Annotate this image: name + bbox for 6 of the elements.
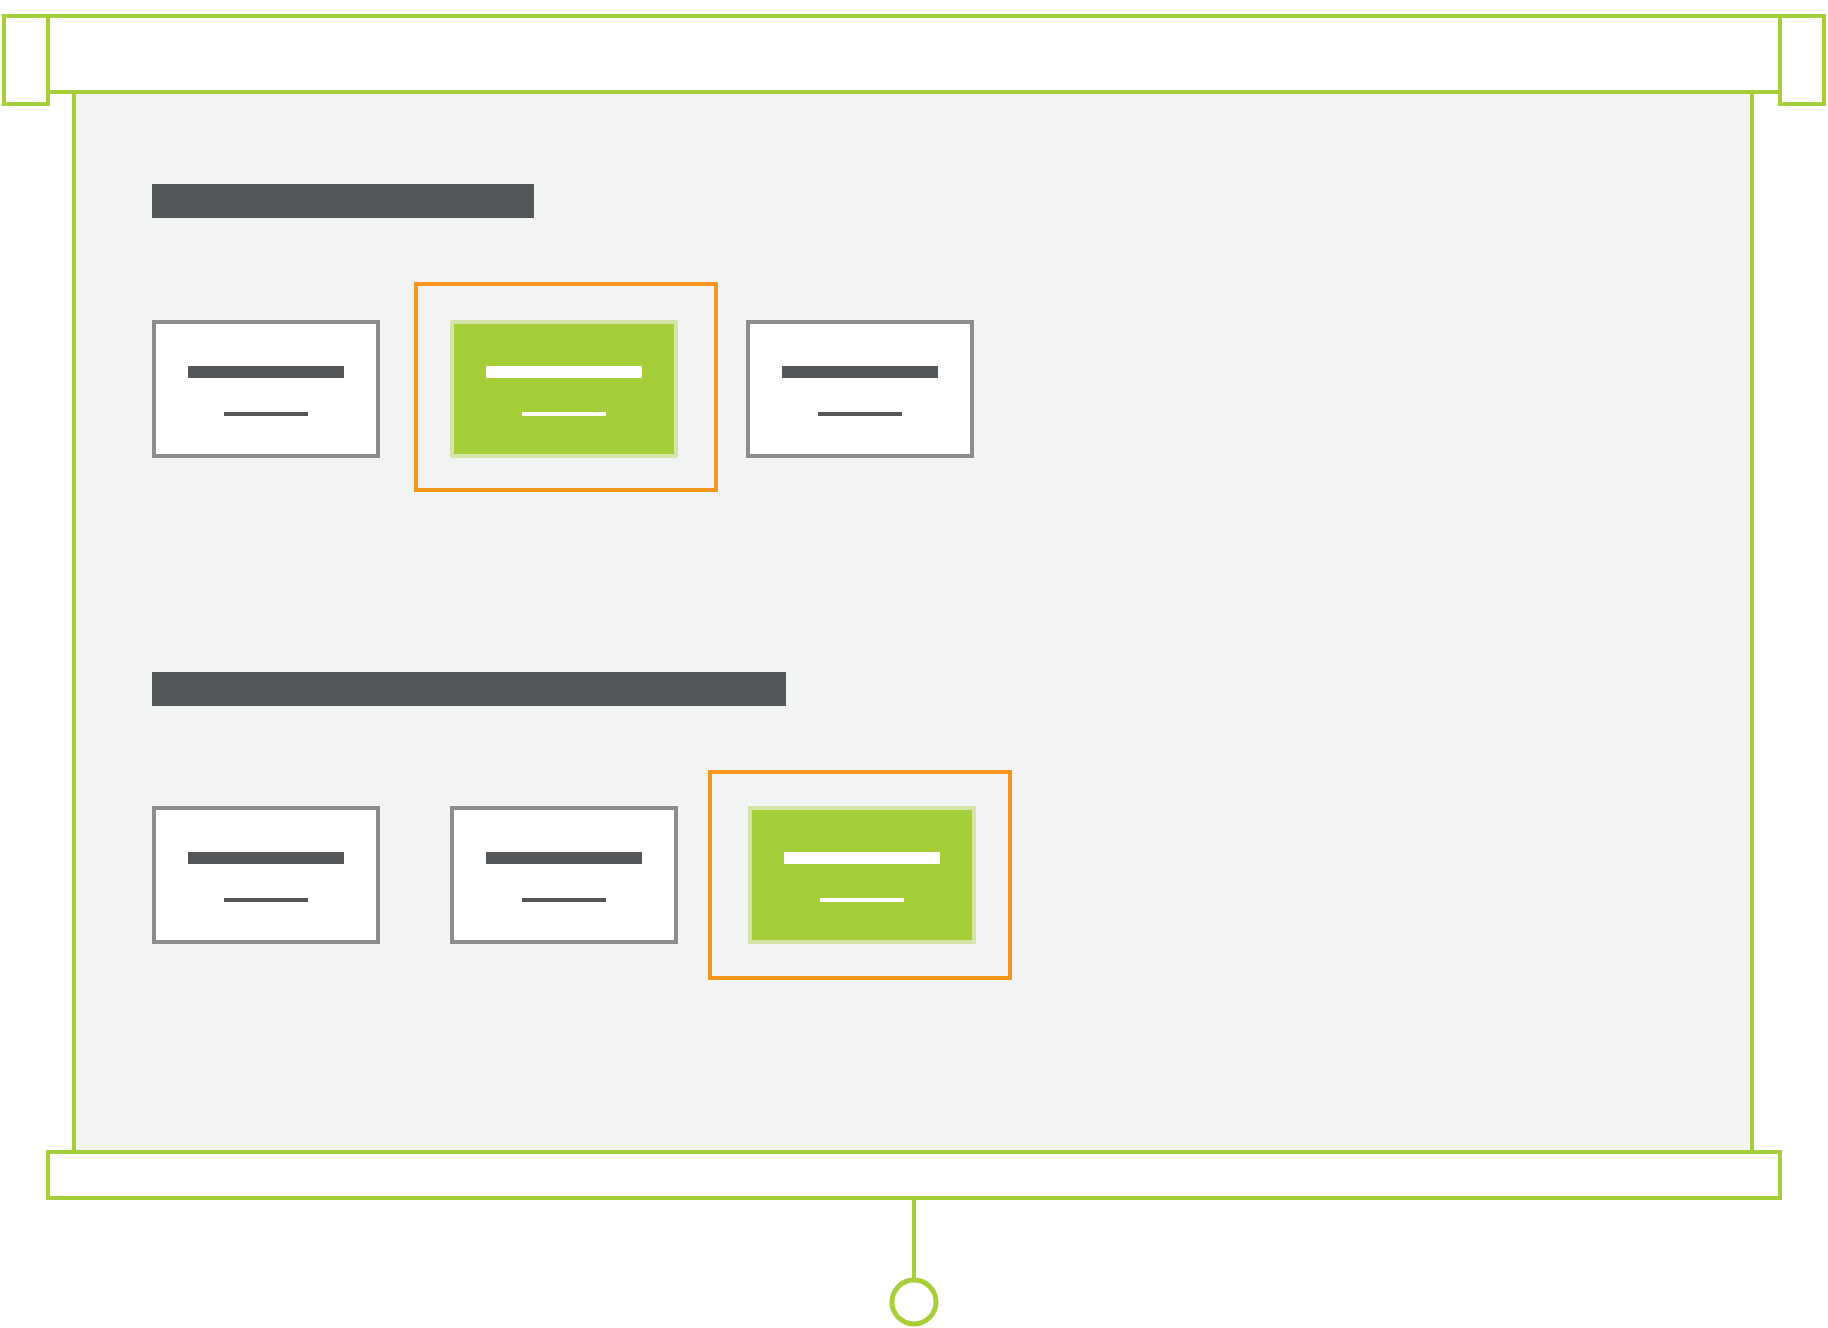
option-card [152, 320, 380, 458]
option-card [152, 806, 380, 944]
option-card [746, 320, 974, 458]
option-card [450, 806, 678, 944]
selected-option-card [450, 320, 678, 458]
selected-option-card [748, 806, 976, 944]
